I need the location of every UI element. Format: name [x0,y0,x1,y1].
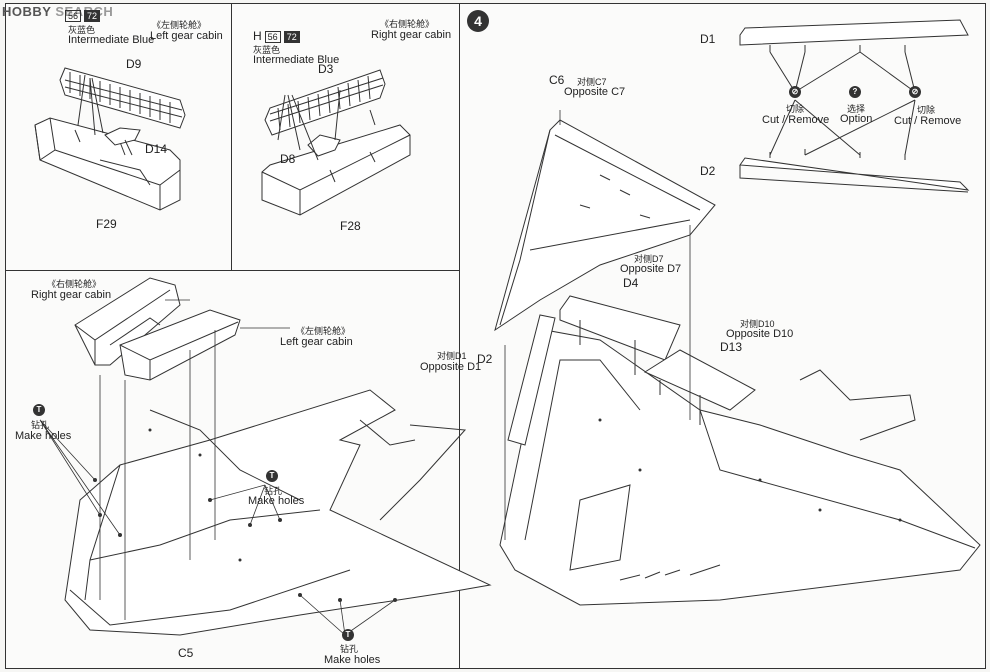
right-gear-cabin-panel [231,3,460,271]
right-cabin-d8-part [307,134,341,157]
right-cabin-paint-cn: 灰蓝色 [253,45,281,55]
left-cabin-d9-grille [59,67,186,129]
cut-remove-cn-2: 切除 [917,105,936,115]
right-gear-cabin-part-drawing [74,277,181,366]
cut-remove-icon: ⊘ [789,86,801,98]
opposite-d10-cn: 对侧D10 [740,319,775,329]
make-holes-en-2: Make holes [248,495,305,507]
paint-letter-h: H [253,29,262,43]
paint-code-56: 56 [65,10,82,22]
inset-part-d1: D1 [700,32,716,46]
paint-code-72: 72 [84,10,101,22]
opposite-d1-cn: 对侧D1 [437,351,467,361]
left-cabin-paint-en: Intermediate Blue [68,34,155,46]
left-gear-cabin-en: Left gear cabin [280,336,353,348]
opposite-d7-en: Opposite D7 [620,263,682,275]
make-holes-cn-1: 钻孔 [31,420,50,430]
option-icon: ? [849,86,861,98]
left-cabin-d14-part [104,127,141,146]
right-cabin-title-cn: 《右侧轮舱》 [380,19,435,29]
paint-code-72: 72 [283,31,300,43]
lower-fuselage-drawing [499,329,981,606]
make-holes-en-1: Make holes [15,430,72,442]
left-cabin-title-en: Left gear cabin [150,30,223,42]
opposite-d10-en: Opposite D10 [726,328,794,340]
part-d14: D14 [145,142,168,156]
upper-fuselage-c6-drawing [494,119,716,332]
option-en: Option [840,113,873,125]
inset-part-d2: D2 [700,164,716,178]
part-d2: D2 [477,352,493,366]
paint-code-56: 56 [264,31,281,43]
make-holes-en-3: Make holes [324,654,381,666]
right-cabin-paint-en: Intermediate Blue [253,54,340,66]
left-cabin-tub-drawing [34,117,181,211]
drill-hole-icon: T [266,470,278,482]
part-c5: C5 [178,646,194,660]
make-holes-cn-2: 钻孔 [264,486,283,496]
part-f29: F29 [96,217,117,231]
d2-intake-panel-drawing [507,314,556,446]
part-d13: D13 [720,340,743,354]
opposite-c7-cn: 对侧C7 [577,77,607,87]
left-cabin-title-cn: 《左侧轮舱》 [152,20,207,30]
right-cabin-tub-drawing [261,124,411,216]
opposite-c7-en: Opposite C7 [564,86,626,98]
cut-remove-en-1: Cut / Remove [762,114,830,126]
drill-hole-icon: T [33,404,45,416]
part-d9: D9 [126,57,142,71]
hole-markers [93,418,902,602]
part-d4: D4 [623,276,639,290]
part-d3: D3 [318,62,334,76]
right-gear-cabin-en: Right gear cabin [31,289,112,301]
opposite-d1-en: Opposite D1 [420,361,482,373]
d13-panel-drawing [643,349,756,425]
option-cn: 选择 [847,104,866,114]
cut-remove-icon: ⊘ [909,86,921,98]
bottom-fuselage-c5-drawing [64,389,492,636]
right-gear-cabin-cn: 《右侧轮舱》 [47,279,102,289]
d1-d2-cut-inset-drawing [739,19,970,193]
drill-hole-icon: T [342,629,354,641]
part-c6: C6 [549,73,565,87]
step-number-badge: 4 [467,10,489,32]
opposite-d7-cn: 对侧D7 [634,254,664,264]
cut-remove-en-2: Cut / Remove [894,115,962,127]
left-gear-cabin-cn: 《左侧轮舱》 [296,326,351,336]
part-f28: F28 [340,219,361,233]
left-cabin-paint-cn: 灰蓝色 [68,25,96,35]
make-holes-cn-3: 钻孔 [340,644,359,654]
right-cabin-d3-grille [264,69,386,136]
d4-panel-drawing [559,295,681,375]
part-d8: D8 [280,152,296,166]
watermark-brand: HOBBY [2,4,52,19]
right-cabin-title-en: Right gear cabin [371,29,452,41]
left-gear-cabin-part-drawing [119,309,241,381]
cut-remove-cn-1: 切除 [786,104,805,114]
